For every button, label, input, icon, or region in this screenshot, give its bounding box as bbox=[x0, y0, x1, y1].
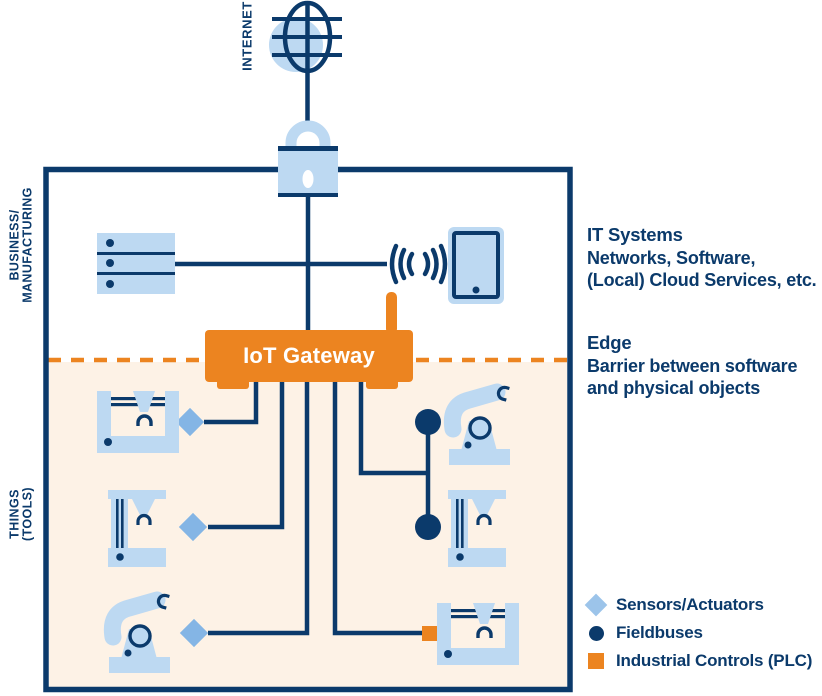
it-systems-title: IT Systems bbox=[587, 224, 683, 245]
zone-label-business: BUSINESS/ MANUFACTURING bbox=[7, 187, 35, 303]
gateway-connector-lines bbox=[204, 382, 431, 636]
padlock-icon bbox=[278, 120, 338, 197]
sensor-actuator-marker bbox=[178, 512, 208, 542]
it-systems-annotation: IT Systems Networks, Software, (Local) C… bbox=[587, 224, 817, 292]
iot-gateway-device bbox=[205, 292, 413, 389]
internet-label: INTERNET bbox=[239, 1, 255, 71]
legend-label-fieldbuses: Fieldbuses bbox=[616, 623, 703, 642]
fieldbus-circle-icon bbox=[588, 625, 604, 641]
sensor-actuator-marker bbox=[179, 618, 209, 648]
plc-square-icon bbox=[588, 653, 604, 669]
connector-line-sensor-1 bbox=[204, 382, 259, 425]
zone-label-business-line2: MANUFACTURING bbox=[20, 187, 34, 303]
edge-annotation: Edge Barrier between software and physic… bbox=[587, 332, 797, 400]
gateway-antenna bbox=[386, 292, 397, 334]
gateway-body bbox=[205, 330, 413, 382]
zone-label-things: THINGS (TOOLS) bbox=[7, 487, 35, 541]
server-icon bbox=[97, 233, 175, 294]
legend-marker-box bbox=[584, 625, 608, 641]
legend-marker-box bbox=[584, 653, 608, 669]
legend-item-sensors: Sensors/Actuators bbox=[584, 591, 812, 619]
internet-globe-icon bbox=[269, 0, 342, 122]
legend-label-plc: Industrial Controls (PLC) bbox=[616, 651, 813, 670]
connector-line-sensor-3 bbox=[208, 382, 310, 636]
sensor-diamond-icon bbox=[584, 593, 608, 617]
gateway-label: IoT Gateway bbox=[243, 343, 375, 368]
plc-marker bbox=[422, 626, 438, 641]
connector-line-plc bbox=[332, 382, 422, 636]
wireless-signal-icon bbox=[389, 243, 448, 285]
edge-title: Edge bbox=[587, 332, 632, 353]
connector-line-sensor-2 bbox=[208, 382, 285, 530]
legend-marker-box bbox=[584, 593, 608, 617]
cnc-machine-icon bbox=[435, 601, 521, 667]
tablet-icon bbox=[448, 227, 504, 304]
legend-item-plc: Industrial Controls (PLC) bbox=[584, 647, 812, 675]
zone-label-things-line1: THINGS bbox=[7, 489, 22, 539]
edge-line2: and physical objects bbox=[587, 378, 761, 398]
fieldbus-marker bbox=[415, 409, 441, 435]
legend: Sensors/Actuators Fieldbuses Industrial … bbox=[584, 591, 812, 675]
cnc-machine-icon bbox=[95, 389, 181, 455]
connector-line-fieldbus bbox=[358, 382, 428, 476]
zone-label-business-line1: BUSINESS/ bbox=[7, 209, 22, 281]
zone-label-things-line2: (TOOLS) bbox=[20, 487, 34, 541]
it-systems-line2: (Local) Cloud Services, etc. bbox=[587, 270, 817, 290]
fieldbus-marker bbox=[415, 514, 441, 540]
it-systems-line1: Networks, Software, bbox=[587, 247, 756, 268]
edge-line1: Barrier between software bbox=[587, 355, 798, 376]
legend-item-fieldbuses: Fieldbuses bbox=[584, 619, 812, 647]
legend-label-sensors: Sensors/Actuators bbox=[616, 595, 764, 614]
